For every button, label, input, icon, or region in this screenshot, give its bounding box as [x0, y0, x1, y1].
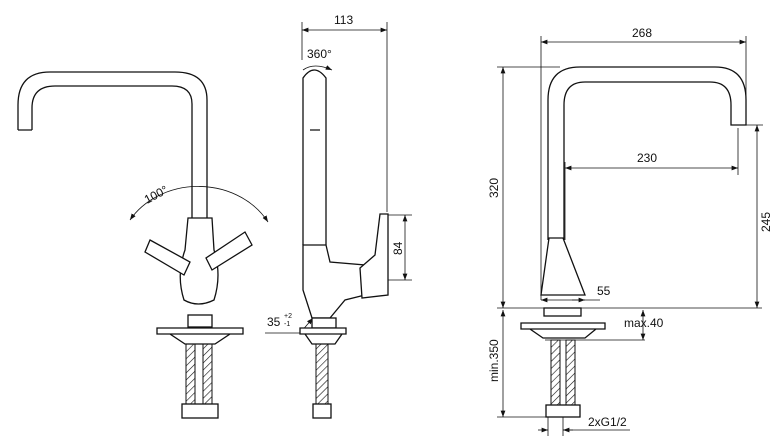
side-hose [315, 343, 329, 405]
spout-reach-label: 230 [637, 151, 657, 165]
dim-hose-right [565, 339, 576, 406]
min-hose-label: min.350 [487, 339, 501, 382]
overall-height-label: 320 [487, 178, 501, 198]
dim-nuts [545, 404, 581, 418]
side-body [302, 244, 366, 319]
front-deck-plate [156, 327, 244, 345]
side-deck-plate [299, 327, 347, 345]
side-handle [359, 213, 389, 299]
side-rotation-arrow [302, 65, 333, 71]
dimension-view: 268 230 320 245 55 max.40 min.350 2xG1/2 [487, 26, 773, 436]
base-diameter-label: 55 [597, 284, 611, 298]
front-view: 100° [17, 71, 269, 419]
front-handle-right [205, 231, 253, 271]
spout-height-label: 245 [759, 212, 773, 232]
side-width-label: 113 [334, 13, 353, 27]
front-angle-arc [129, 186, 269, 223]
max-deck-label: max.40 [624, 316, 664, 330]
dim-body [540, 237, 586, 296]
dim-spout [547, 66, 747, 240]
side-nut [312, 403, 332, 419]
side-shank [311, 317, 337, 329]
connection-label: 2xG1/2 [588, 415, 627, 429]
front-hose-left [185, 343, 196, 405]
dim-hose-left [550, 339, 561, 406]
tolerance-upper: +2 [284, 313, 292, 320]
front-handle-left [144, 239, 191, 276]
side-spout [302, 69, 327, 245]
front-angle-label: 100° [142, 183, 171, 207]
dim-deck-plate [520, 322, 606, 339]
side-deck-label: 35 [267, 315, 281, 329]
overall-width-label: 268 [632, 26, 652, 40]
side-rotation-label: 360° [307, 47, 332, 61]
front-spout [17, 71, 208, 220]
dim-shank [543, 307, 582, 317]
front-nuts [181, 403, 219, 419]
tolerance-lower: -1 [284, 321, 290, 328]
front-shank [187, 314, 213, 328]
front-hose-right [202, 343, 213, 405]
side-view: 113 360° 84 35 +2 -1 [265, 13, 412, 419]
side-handle-label: 84 [391, 241, 405, 255]
